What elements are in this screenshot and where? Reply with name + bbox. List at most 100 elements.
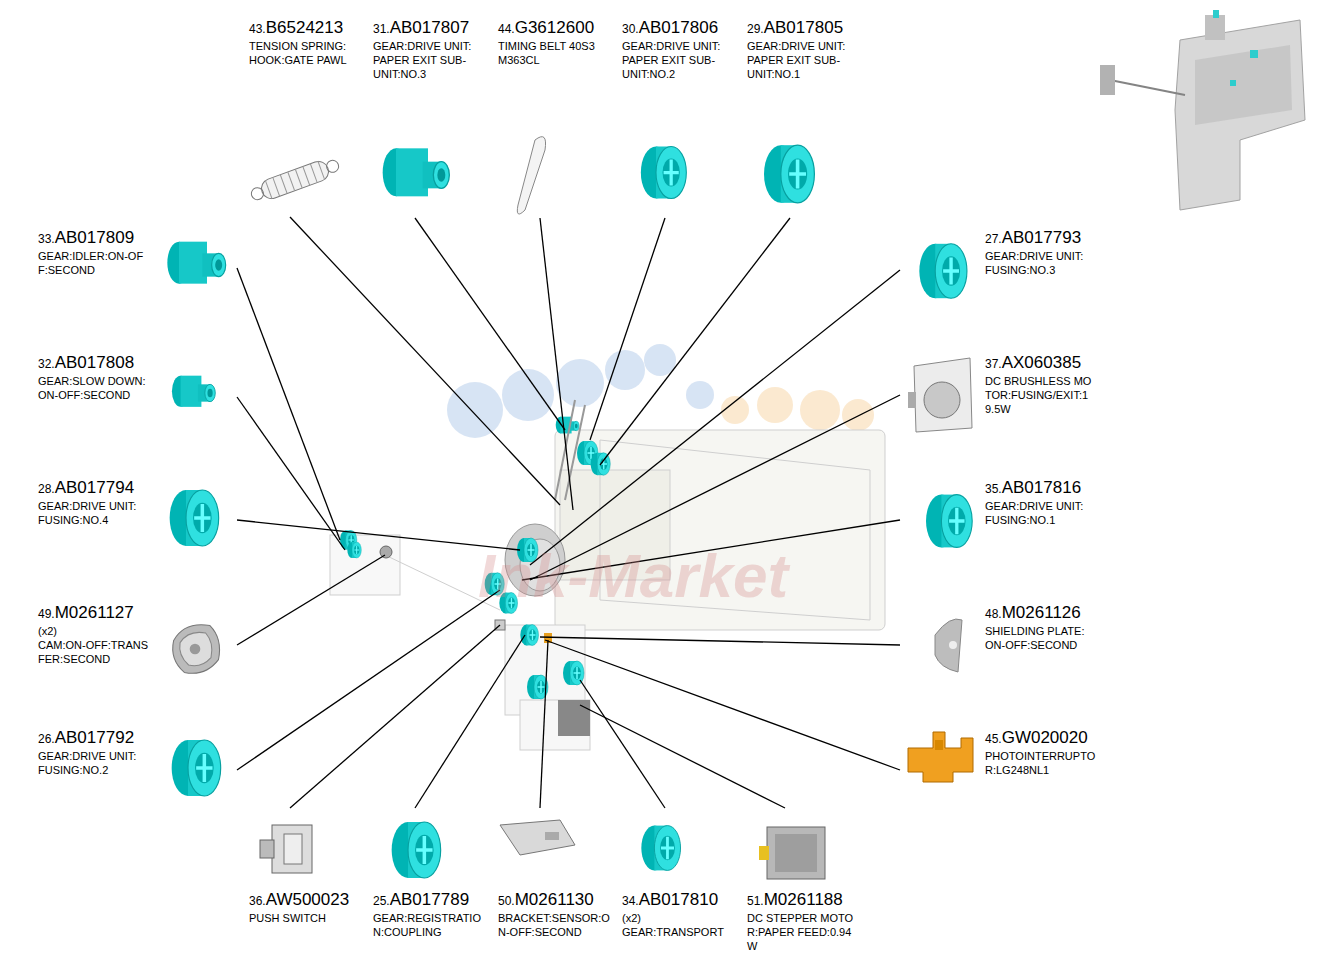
callout-group: 28.AB017794GEAR:DRIVE UNIT: FUSING:NO.4 (38, 478, 150, 527)
callout-group: 49.M0261127(x2)CAM:ON-OFF:TRANSFER:SECON… (38, 603, 150, 666)
part-number: M0261126 (1002, 603, 1081, 622)
callout-group: 48.M0261126SHIELDING PLATE: ON-OFF:SECON… (985, 603, 1097, 652)
part-number: B6524213 (266, 18, 344, 37)
callout-group: 30.AB017806GEAR:DRIVE UNIT: PAPER EXIT S… (622, 18, 734, 81)
part-number: M0261188 (764, 890, 843, 909)
callout-number: 49. (38, 607, 55, 621)
watermark: Ink-Market (478, 540, 788, 611)
callout-number: 48. (985, 607, 1002, 621)
part-description: TENSION SPRING: HOOK:GATE PAWL (249, 39, 361, 67)
part-description: GEAR:DRIVE UNIT: PAPER EXIT SUB-UNIT:NO.… (373, 39, 485, 81)
callout-group: 31.AB017807GEAR:DRIVE UNIT: PAPER EXIT S… (373, 18, 485, 81)
part-number: AB017792 (55, 728, 134, 747)
callout-group: 50.M0261130BRACKET:SENSOR:ON-OFF:SECOND (498, 890, 610, 939)
part-number: AB017816 (1002, 478, 1081, 497)
callout-number: 31. (373, 22, 390, 36)
callout-header: 36.AW500023 (249, 890, 361, 911)
part-description: PHOTOINTERRUPTOR:LG248NL1 (985, 749, 1097, 777)
callout-header: 25.AB017789 (373, 890, 485, 911)
callout-header: 26.AB017792 (38, 728, 150, 749)
part-number: G3612600 (515, 18, 594, 37)
callout-number: 27. (985, 232, 1002, 246)
part-description: SHIELDING PLATE: ON-OFF:SECOND (985, 624, 1097, 652)
callout-group: 43.B6524213TENSION SPRING: HOOK:GATE PAW… (249, 18, 361, 67)
part-description: BRACKET:SENSOR:ON-OFF:SECOND (498, 911, 610, 939)
callout-number: 37. (985, 357, 1002, 371)
callout-number: 28. (38, 482, 55, 496)
callout-header: 44.G3612600 (498, 18, 610, 39)
part-number: AX060385 (1002, 353, 1081, 372)
part-description: DC STEPPER MOTOR:PAPER FEED:0.94W (747, 911, 859, 953)
callout-number: 35. (985, 482, 1002, 496)
callout-number: 34. (622, 894, 639, 908)
callout-header: 27.AB017793 (985, 228, 1097, 249)
callout-number: 45. (985, 732, 1002, 746)
callout-header: 51.M0261188 (747, 890, 859, 911)
quantity-note: (x2) (622, 911, 734, 925)
callout-header: 49.M0261127 (38, 603, 150, 624)
callout-header: 29.AB017805 (747, 18, 859, 39)
callout-header: 31.AB017807 (373, 18, 485, 39)
part-description: PUSH SWITCH (249, 911, 361, 925)
callout-header: 50.M0261130 (498, 890, 610, 911)
callout-group: 33.AB017809GEAR:IDLER:ON-OFF:SECOND (38, 228, 150, 277)
part-description: DC BRUSHLESS MOTOR:FUSING/EXIT:19.5W (985, 374, 1097, 416)
part-description: GEAR:DRIVE UNIT: FUSING:NO.4 (38, 499, 150, 527)
part-description: GEAR:DRIVE UNIT: FUSING:NO.3 (985, 249, 1097, 277)
callout-group: 51.M0261188DC STEPPER MOTOR:PAPER FEED:0… (747, 890, 859, 953)
callout-group: 27.AB017793GEAR:DRIVE UNIT: FUSING:NO.3 (985, 228, 1097, 277)
callout-number: 26. (38, 732, 55, 746)
callout-number: 30. (622, 22, 639, 36)
part-number: AB017807 (390, 18, 469, 37)
part-number: M0261130 (515, 890, 594, 909)
part-description: GEAR:DRIVE UNIT: PAPER EXIT SUB-UNIT:NO.… (622, 39, 734, 81)
callout-number: 36. (249, 894, 266, 908)
part-description: GEAR:DRIVE UNIT: FUSING:NO.2 (38, 749, 150, 777)
part-number: AB017808 (55, 353, 134, 372)
callout-group: 36.AW500023PUSH SWITCH (249, 890, 361, 925)
callout-number: 32. (38, 357, 55, 371)
callout-group: 32.AB017808GEAR:SLOW DOWN:ON-OFF:SECOND (38, 353, 150, 402)
callout-group: 44.G3612600TIMING BELT 40S3 M363CL (498, 18, 610, 67)
part-number: AB017806 (639, 18, 718, 37)
part-number: AB017805 (764, 18, 843, 37)
callout-header: 48.M0261126 (985, 603, 1097, 624)
part-number: GW020020 (1002, 728, 1088, 747)
part-description: TIMING BELT 40S3 M363CL (498, 39, 610, 67)
callout-group: 37.AX060385 DC BRUSHLESS MOTOR:FUSING/EXI… (985, 353, 1097, 416)
callout-group: 29.AB017805GEAR:DRIVE UNIT: PAPER EXIT S… (747, 18, 859, 81)
callout-header: 43.B6524213 (249, 18, 361, 39)
part-number: AB017794 (55, 478, 134, 497)
callout-header: 28.AB017794 (38, 478, 150, 499)
callout-header: 35.AB017816 (985, 478, 1097, 499)
callout-header: 45.GW020020 (985, 728, 1097, 749)
callout-header: 33.AB017809 (38, 228, 150, 249)
part-description: GEAR:IDLER:ON-OFF:SECOND (38, 249, 150, 277)
callout-header: 32.AB017808 (38, 353, 150, 374)
part-description: GEAR:TRANSPORT (622, 925, 734, 939)
callout-group: 34.AB017810(x2)GEAR:TRANSPORT (622, 890, 734, 939)
part-number: AB017789 (390, 890, 469, 909)
part-number: AB017809 (55, 228, 134, 247)
callout-number: 25. (373, 894, 390, 908)
callout-header: 34.AB017810 (622, 890, 734, 911)
part-number: AW500023 (266, 890, 349, 909)
callout-header: 30.AB017806 (622, 18, 734, 39)
callout-number: 44. (498, 22, 515, 36)
part-number: AB017810 (639, 890, 718, 909)
callout-number: 51. (747, 894, 764, 908)
callout-number: 29. (747, 22, 764, 36)
part-description: GEAR:DRIVE UNIT: PAPER EXIT SUB-UNIT:NO.… (747, 39, 859, 81)
part-description: CAM:ON-OFF:TRANSFER:SECOND (38, 638, 150, 666)
quantity-note: (x2) (38, 624, 150, 638)
callout-number: 33. (38, 232, 55, 246)
callout-group: 26.AB017792GEAR:DRIVE UNIT: FUSING:NO.2 (38, 728, 150, 777)
callout-number: 43. (249, 22, 266, 36)
callout-group: 45.GW020020PHOTOINTERRUPTOR:LG248NL1 (985, 728, 1097, 777)
part-number: M0261127 (55, 603, 134, 622)
part-number: AB017793 (1002, 228, 1081, 247)
callout-number: 50. (498, 894, 515, 908)
part-description: GEAR:SLOW DOWN:ON-OFF:SECOND (38, 374, 150, 402)
callout-group: 35.AB017816GEAR:DRIVE UNIT: FUSING:NO.1 (985, 478, 1097, 527)
